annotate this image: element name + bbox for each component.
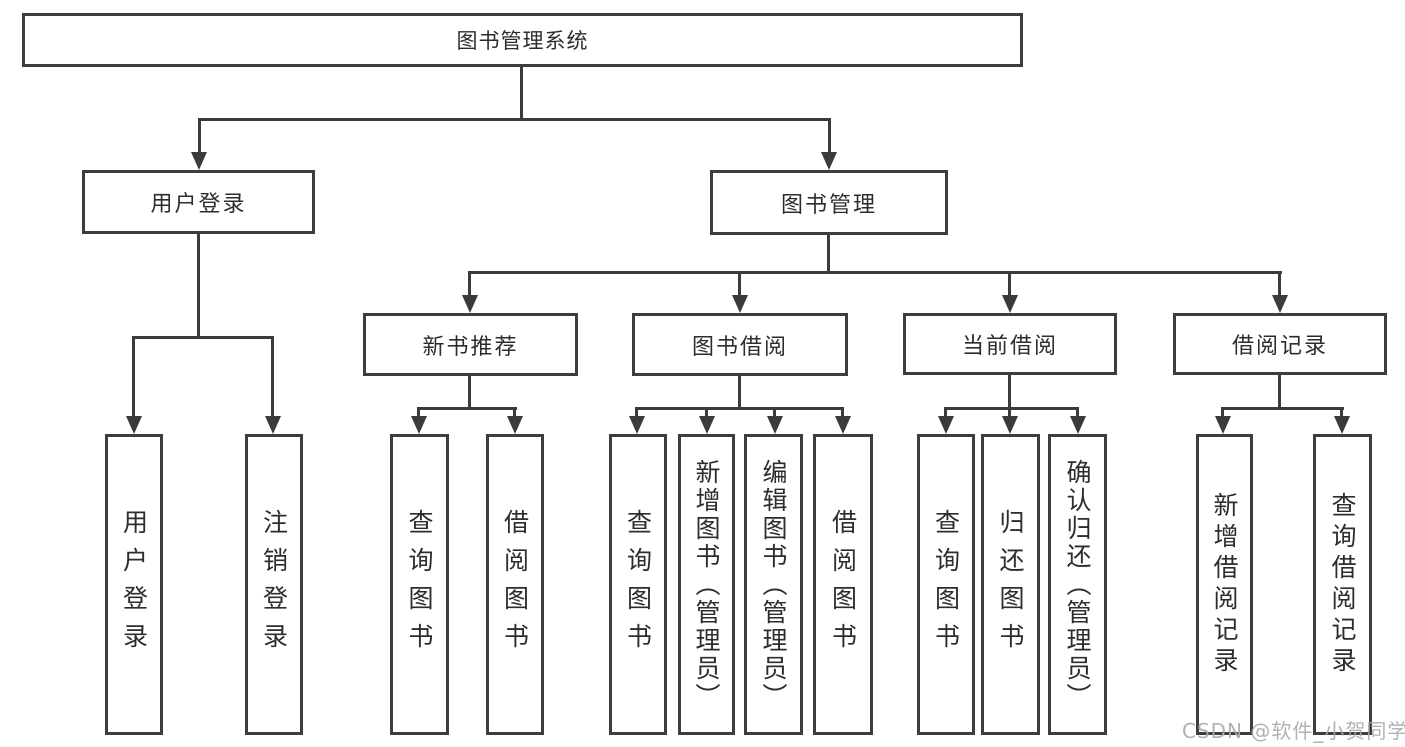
node-label: 当前借阅: [961, 334, 1058, 359]
node-user-login: 用户登录: [82, 170, 315, 234]
connector-line: [271, 336, 274, 420]
node-label: 借阅记录: [1231, 334, 1328, 359]
arrow-down-icon: [1070, 416, 1086, 434]
arrow-down-icon: [835, 416, 851, 434]
leaf-label: 新增借阅记录: [1210, 491, 1239, 678]
leaf-add-book-admin: 新增图书（管理员）: [678, 434, 735, 735]
node-book-management: 图书管理: [710, 170, 948, 235]
arrow-down-icon: [629, 416, 645, 434]
leaf-label: 新增图书（管理员）: [692, 458, 721, 711]
connector-line: [198, 118, 831, 121]
connector-line: [1278, 271, 1281, 299]
node-borrowing-records: 借阅记录: [1173, 313, 1387, 375]
connector-line: [418, 407, 517, 410]
arrow-down-icon: [462, 295, 478, 313]
connector-line: [1008, 375, 1011, 410]
leaf-add-borrow-record: 新增借阅记录: [1196, 434, 1253, 735]
connector-line: [828, 118, 831, 156]
connector-line: [513, 407, 516, 421]
leaf-label: 用户登录: [119, 508, 149, 661]
leaf-borrow-books: 借阅图书: [813, 434, 873, 735]
arrow-down-icon: [821, 152, 837, 170]
node-new-book-recommend: 新书推荐: [363, 313, 578, 376]
leaf-user-login: 用户登录: [105, 434, 163, 735]
leaf-confirm-return-admin: 确认归还（管理员）: [1048, 434, 1107, 735]
leaf-query-books-current: 查询图书: [917, 434, 975, 735]
leaf-label: 编辑图书（管理员）: [759, 458, 788, 711]
arrow-down-icon: [1272, 295, 1288, 313]
leaf-return-book: 归还图书: [981, 434, 1040, 735]
csdn-watermark: CSDN @软件_小贺同学: [1182, 719, 1405, 743]
connector-line: [468, 376, 471, 410]
connector-line: [705, 407, 708, 421]
leaf-edit-book-admin: 编辑图书（管理员）: [744, 434, 803, 735]
node-label: 新书推荐: [422, 334, 519, 360]
connector-line: [827, 235, 830, 274]
connector-line: [132, 336, 135, 420]
arrow-down-icon: [411, 416, 427, 434]
connector-line: [944, 407, 1079, 410]
node-label: 图书管理: [780, 192, 877, 218]
node-label: 图书借阅: [691, 334, 788, 360]
connector-line: [198, 118, 201, 156]
node-current-borrowing: 当前借阅: [903, 313, 1117, 375]
arrow-down-icon: [265, 416, 281, 434]
connector-line: [944, 407, 947, 421]
connector-line: [133, 336, 274, 339]
connector-line: [1221, 407, 1224, 421]
node-book-borrowing: 图书借阅: [632, 313, 848, 376]
leaf-label: 注销登录: [259, 508, 289, 661]
connector-line: [417, 407, 420, 421]
connector-line: [520, 67, 523, 118]
arrow-down-icon: [1002, 295, 1018, 313]
arrow-down-icon: [1002, 416, 1018, 434]
connector-line: [636, 407, 844, 410]
connector-line: [1340, 407, 1343, 421]
node-label: 图书管理系统: [456, 29, 589, 53]
arrow-down-icon: [191, 152, 207, 170]
connector-line: [635, 407, 638, 421]
connector-line: [197, 234, 200, 339]
leaf-query-borrow-record: 查询借阅记录: [1313, 434, 1372, 735]
connector-line: [738, 271, 741, 299]
connector-line: [1222, 407, 1344, 410]
leaf-query-books-recommend: 查询图书: [390, 434, 449, 735]
leaf-label: 借阅图书: [500, 508, 530, 661]
connector-line: [468, 271, 471, 299]
connector-line: [773, 407, 776, 421]
arrow-down-icon: [1334, 416, 1350, 434]
connector-line: [469, 271, 1282, 274]
leaf-label: 确认归还（管理员）: [1063, 458, 1092, 711]
node-root-system: 图书管理系统: [22, 13, 1023, 67]
leaf-label: 查询借阅记录: [1328, 491, 1357, 678]
leaf-label: 借阅图书: [828, 508, 858, 661]
leaf-label: 查询图书: [623, 508, 653, 661]
leaf-label: 查询图书: [931, 508, 961, 661]
connector-line: [841, 407, 844, 421]
node-label: 用户登录: [150, 192, 247, 217]
arrow-down-icon: [732, 295, 748, 313]
arrow-down-icon: [126, 416, 142, 434]
arrow-down-icon: [938, 416, 954, 434]
leaf-label: 查询图书: [405, 508, 434, 661]
connector-line: [738, 376, 741, 410]
leaf-logout: 注销登录: [245, 434, 303, 735]
arrow-down-icon: [767, 416, 783, 434]
arrow-down-icon: [1215, 416, 1231, 434]
connector-line: [1076, 407, 1079, 421]
connector-line: [1278, 375, 1281, 410]
connector-line: [1008, 271, 1011, 299]
leaf-query-books-borrowing: 查询图书: [609, 434, 667, 735]
connector-line: [1008, 407, 1011, 421]
arrow-down-icon: [699, 416, 715, 434]
leaf-borrow-books-recommend: 借阅图书: [486, 434, 544, 735]
leaf-label: 归还图书: [996, 508, 1025, 661]
arrow-down-icon: [507, 416, 523, 434]
